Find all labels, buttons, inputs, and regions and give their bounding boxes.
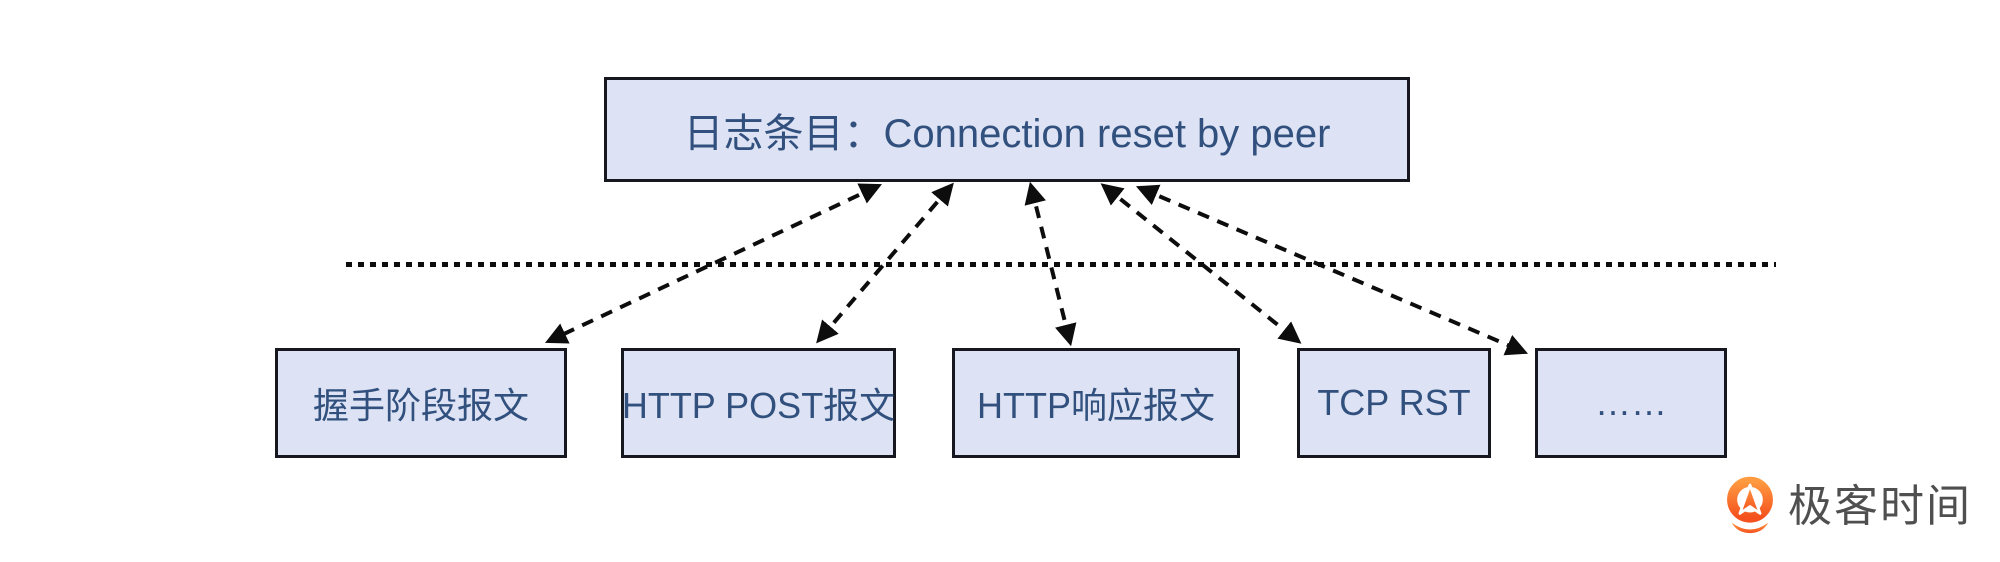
log-entry-box: 日志条目：Connection reset by peer bbox=[604, 77, 1410, 182]
packet-box-handshake: 握手阶段报文 bbox=[275, 348, 567, 458]
connector-log-to-http-response bbox=[1024, 181, 1077, 347]
geektime-logo: 极客时间 bbox=[1722, 474, 1972, 540]
packet-box-others: …… bbox=[1535, 348, 1727, 458]
packet-box-label: HTTP响应报文 bbox=[977, 385, 1215, 426]
log-entry-label: 日志条目：Connection reset by peer bbox=[683, 111, 1331, 156]
packet-box-label: HTTP POST报文 bbox=[621, 385, 896, 426]
packet-box-label: 握手阶段报文 bbox=[312, 385, 529, 426]
geektime-logo-text: 极客时间 bbox=[1788, 482, 1972, 531]
connector-log-to-others bbox=[1135, 184, 1529, 356]
connector-log-to-http-post bbox=[816, 182, 954, 344]
packet-box-label: TCP RST bbox=[1317, 382, 1471, 423]
dashed-separator-line bbox=[346, 262, 1776, 267]
packet-box-label: …… bbox=[1595, 382, 1667, 423]
connector-log-to-handshake bbox=[545, 183, 882, 344]
packet-box-http-post: HTTP POST报文 bbox=[621, 348, 896, 458]
geektime-logo-icon bbox=[1727, 476, 1773, 534]
packet-box-tcp-rst: TCP RST bbox=[1297, 348, 1491, 458]
packet-box-http-response: HTTP响应报文 bbox=[952, 348, 1240, 458]
